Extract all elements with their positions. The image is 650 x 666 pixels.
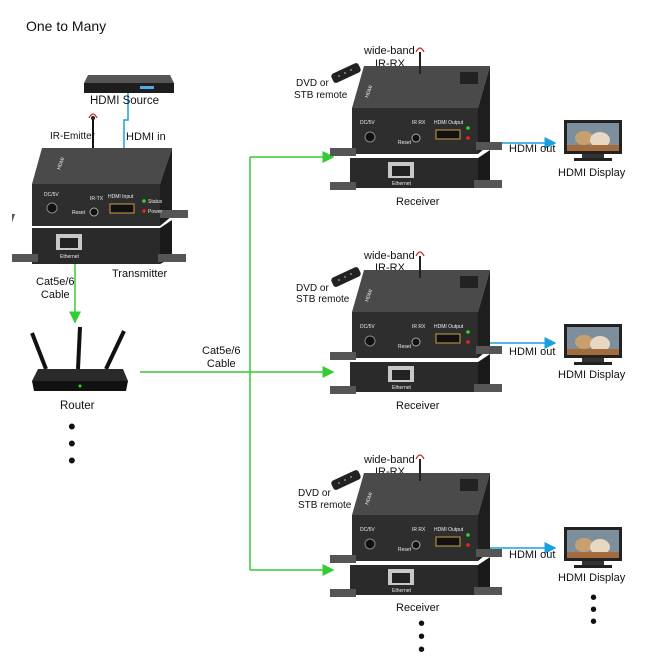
svg-text:Reset: Reset xyxy=(398,547,412,553)
svg-text:Ethernet: Ethernet xyxy=(392,385,412,391)
remote-label-3a: DVD or xyxy=(298,488,331,499)
cable-rx-label-line2: Cable xyxy=(206,358,236,370)
svg-text:IR-TX: IR-TX xyxy=(90,196,104,202)
svg-text:HDMI: HDMI xyxy=(56,157,66,171)
svg-text:Power: Power xyxy=(148,209,163,215)
svg-text:HDMI Input: HDMI Input xyxy=(108,194,134,200)
remote-label-2b: STB remote xyxy=(296,294,350,305)
transmitter-device-icon: DC/5V IR-TX Reset HDMI Input Status Powe… xyxy=(12,148,188,264)
router-icon xyxy=(30,326,128,391)
receiver-label-1: Receiver xyxy=(396,196,440,208)
hdmi-out-label-3: HDMI out xyxy=(509,549,556,561)
ir-sensor-icon xyxy=(415,454,425,481)
cable-rx-label-line1: Cat5e/6 xyxy=(202,345,241,357)
remote-icon xyxy=(331,63,361,83)
hdmi-out-label-1: HDMI out xyxy=(509,143,556,155)
hdmi-in-label: HDMI in xyxy=(126,131,166,143)
svg-text:HDMI: HDMI xyxy=(364,492,374,506)
ir-sensor-icon xyxy=(88,113,98,120)
hdmi-out-label-2: HDMI out xyxy=(509,346,556,358)
hdmi-source-label: HDMI Source xyxy=(90,95,160,107)
ir-sensor-icon xyxy=(415,47,425,74)
page-title: One to Many xyxy=(26,18,107,34)
svg-text:IR RX: IR RX xyxy=(412,527,426,533)
receiver-label-3: Receiver xyxy=(396,602,440,614)
wide-band-label-1: wide-band xyxy=(364,45,415,57)
wide-band-label-3: wide-band xyxy=(364,454,415,466)
display-label-3: HDMI Display xyxy=(558,572,626,584)
svg-text:Ethernet: Ethernet xyxy=(392,588,412,594)
svg-text:Reset: Reset xyxy=(398,140,412,146)
svg-text:HDMI Output: HDMI Output xyxy=(434,324,464,330)
remote-label-3b: STB remote xyxy=(298,500,352,511)
display-icon xyxy=(564,527,622,568)
svg-text:Status: Status xyxy=(148,199,163,205)
cable-rx-label: Cat5e/6 Cable xyxy=(202,345,241,371)
cable-tx-label: Cat5e/6 Cable xyxy=(36,276,75,302)
remote-label-2a: DVD or xyxy=(296,283,329,294)
svg-text:Ethernet: Ethernet xyxy=(392,181,412,187)
router-more-dots: ••• xyxy=(68,414,76,473)
cable-tx-label-line2: Cable xyxy=(40,289,70,301)
ir-sensor-icon xyxy=(415,251,425,278)
router-label: Router xyxy=(60,400,95,412)
remote-label-1a: DVD or xyxy=(296,78,329,89)
svg-text:IR RX: IR RX xyxy=(412,324,426,330)
cable-tx-label-line1: Cat5e/6 xyxy=(36,276,75,288)
svg-text:HDMI Output: HDMI Output xyxy=(434,120,464,126)
svg-text:DC/5V: DC/5V xyxy=(360,120,375,126)
receiver-label-2: Receiver xyxy=(396,400,440,412)
svg-text:IR RX: IR RX xyxy=(412,120,426,126)
svg-text:DC/5V: DC/5V xyxy=(360,527,375,533)
display-label-1: HDMI Display xyxy=(558,167,626,179)
svg-text:Ethernet: Ethernet xyxy=(60,254,80,260)
ir-emitter-label: IR-Emitter xyxy=(50,131,95,142)
hdmi-source-icon xyxy=(84,75,174,93)
display-icon xyxy=(564,324,622,365)
wide-band-label-2: wide-band xyxy=(364,250,415,262)
transmitter-label: Transmitter xyxy=(112,268,168,280)
svg-text:DC/5V: DC/5V xyxy=(360,324,375,330)
svg-text:Reset: Reset xyxy=(72,210,86,216)
svg-text:HDMI: HDMI xyxy=(364,85,374,99)
remote-icon xyxy=(331,267,361,287)
svg-text:HDMI Output: HDMI Output xyxy=(434,527,464,533)
receiver-more-dots: ••• xyxy=(418,613,426,661)
svg-text:Reset: Reset xyxy=(398,344,412,350)
remote-label-1b: STB remote xyxy=(294,90,348,101)
svg-text:DC/5V: DC/5V xyxy=(44,192,59,198)
remote-icon xyxy=(331,470,361,490)
display-label-2: HDMI Display xyxy=(558,369,626,381)
display-more-dots: ••• xyxy=(590,587,598,633)
display-icon xyxy=(564,120,622,161)
svg-text:HDMI: HDMI xyxy=(364,289,374,303)
